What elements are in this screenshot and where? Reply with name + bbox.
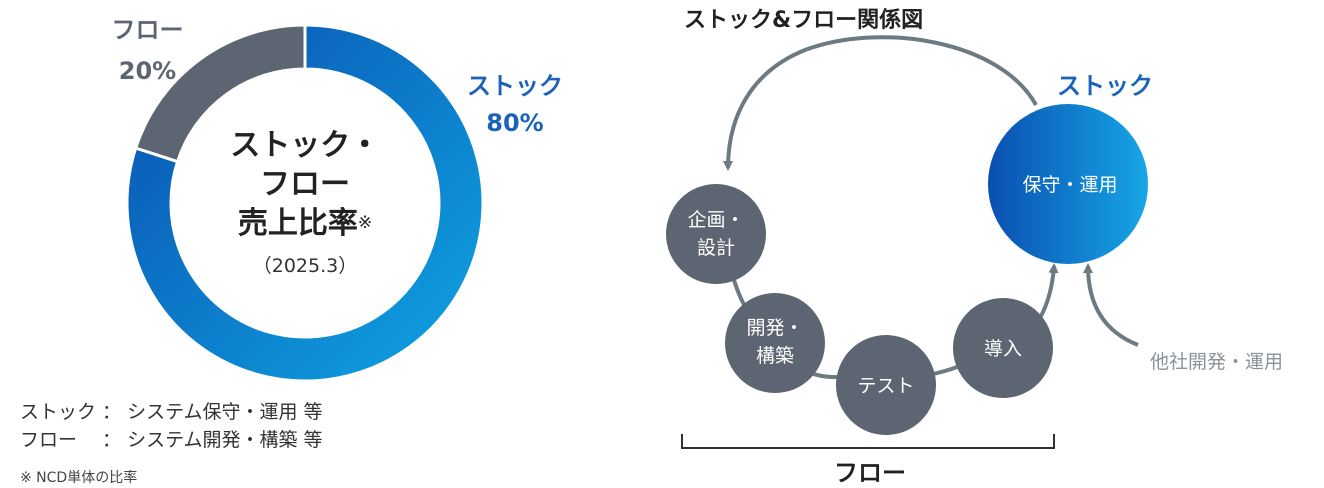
other-label: 他社開発・運用 — [1150, 351, 1283, 373]
node-stock: 保守・運用 — [988, 104, 1148, 264]
center-title-line3: 売上比率※ — [195, 204, 415, 243]
node-install-label: 導入 — [984, 338, 1022, 360]
donut-slice-stock — [125, 23, 485, 383]
legend-stock: ストック ： システム保守・運用 等 — [20, 401, 323, 423]
diagram-title: ストック&フロー関係図 — [684, 8, 924, 33]
node-planning-line2: 設計 — [697, 237, 735, 259]
legend-flow: フロー ： システム開発・構築 等 — [20, 429, 323, 451]
node-install: 導入 — [953, 298, 1053, 398]
flow-label: フロー 20% — [100, 10, 195, 85]
flow-percentage: 20% — [118, 57, 177, 85]
donut-center: ストック・ フロー 売上比率※ （2025.3） — [195, 126, 415, 278]
flow-name: フロー — [111, 16, 184, 44]
diagram-stock-label: ストック — [1057, 72, 1153, 100]
node-planning-line1: 企画・ — [687, 209, 744, 231]
stock-percentage: 80% — [486, 109, 544, 137]
node-test-label: テスト — [857, 375, 914, 397]
stock-label: ストック 80% — [455, 66, 575, 137]
arrow-install-to-stock — [1038, 263, 1059, 319]
footnote: ※ NCD単体の比率 — [20, 470, 138, 486]
node-development: 開発・ 構築 — [725, 293, 825, 393]
node-planning: 企画・ 設計 — [666, 184, 766, 284]
diagram-flow-label: フロー — [834, 459, 906, 487]
center-title-line2: フロー — [260, 167, 350, 202]
arrow-other-to-stock — [1083, 263, 1139, 347]
node-development-line1: 開発・ — [746, 317, 803, 339]
node-test: テスト — [836, 335, 936, 435]
center-subtitle: （2025.3） — [252, 255, 358, 277]
center-title-line1: ストック・ — [230, 128, 380, 163]
center-title-text: 売上比率 — [237, 206, 358, 241]
arrow-stock-to-plan — [723, 35, 1038, 171]
donut-slice-flow — [133, 23, 307, 164]
node-development-line2: 構築 — [756, 345, 794, 367]
center-title-mark: ※ — [357, 213, 373, 233]
node-stock-label: 保守・運用 — [1022, 174, 1117, 196]
flow-bracket — [681, 434, 1055, 449]
stock-name: ストック — [467, 72, 563, 100]
